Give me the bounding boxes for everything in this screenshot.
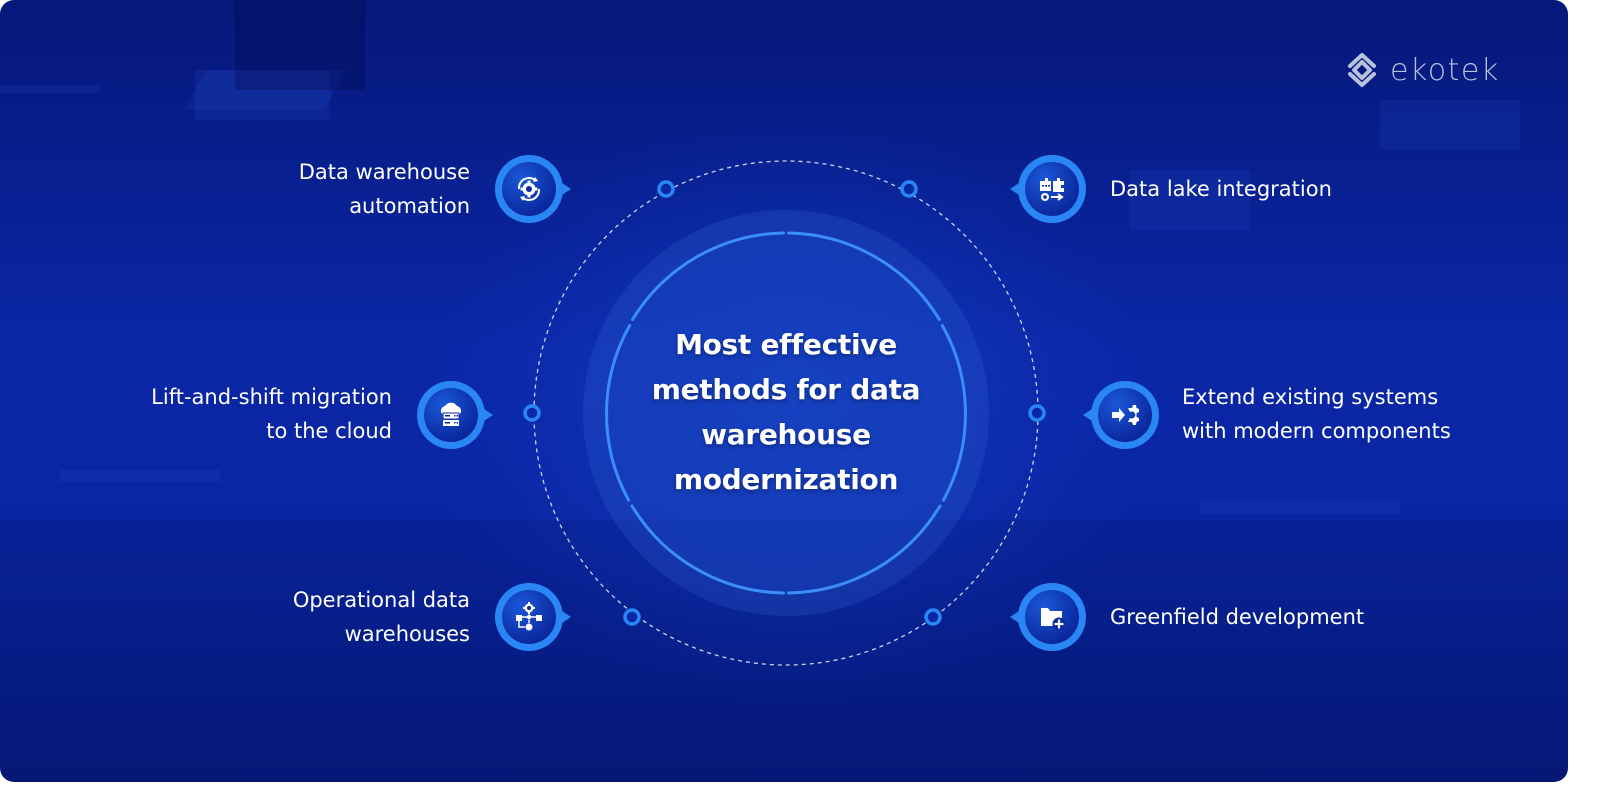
label-line: Lift-and-shift migration bbox=[151, 385, 392, 409]
background-shape bbox=[0, 520, 1568, 782]
cloud-server-icon bbox=[440, 402, 462, 426]
gear-cycle-icon bbox=[517, 177, 541, 201]
method-label-extend: Extend existing systems with modern comp… bbox=[1182, 380, 1512, 448]
background-shape bbox=[1130, 170, 1250, 230]
workflow-gear-icon bbox=[516, 602, 542, 631]
method-node-ops bbox=[495, 583, 571, 651]
label-line: to the cloud bbox=[266, 419, 392, 443]
center-title-line: Most effective bbox=[675, 328, 897, 361]
label-line: Data lake integration bbox=[1110, 177, 1332, 201]
center-title: Most effective methods for data warehous… bbox=[606, 322, 966, 502]
label-line: with modern components bbox=[1182, 419, 1451, 443]
background-shape bbox=[60, 470, 220, 482]
folder-plus-icon bbox=[1041, 608, 1066, 631]
puzzle-gear-icon bbox=[1040, 178, 1064, 201]
label-line: warehouses bbox=[344, 622, 470, 646]
method-label-ops: Operational data warehouses bbox=[230, 583, 470, 651]
center-title-line: methods for data bbox=[651, 373, 921, 406]
connector-dots bbox=[523, 180, 1046, 626]
label-line: Data warehouse bbox=[298, 160, 470, 184]
background-shape bbox=[1380, 100, 1520, 150]
brand-logo: ekotek bbox=[1342, 50, 1500, 90]
method-node-lake bbox=[1010, 155, 1086, 223]
label-line: Operational data bbox=[292, 588, 470, 612]
label-line: automation bbox=[349, 194, 470, 218]
method-node-lift bbox=[417, 381, 493, 449]
method-node-extend bbox=[1083, 381, 1159, 449]
method-label-green: Greenfield development bbox=[1110, 600, 1430, 634]
label-line: Extend existing systems bbox=[1182, 385, 1439, 409]
center-title-line: modernization bbox=[673, 463, 899, 496]
background-shape bbox=[0, 85, 100, 93]
method-label-lift: Lift-and-shift migration to the cloud bbox=[100, 380, 392, 448]
arrow-gear-icon bbox=[1112, 405, 1139, 425]
center-disc bbox=[583, 210, 989, 616]
method-label-dwa: Data warehouse automation bbox=[230, 155, 470, 223]
method-label-lake: Data lake integration bbox=[1110, 172, 1410, 206]
label-line: Greenfield development bbox=[1110, 605, 1365, 629]
inner-ring bbox=[605, 231, 967, 595]
method-node-green bbox=[1010, 583, 1086, 651]
method-node-dwa bbox=[495, 155, 571, 223]
ekotek-logo-icon bbox=[1348, 53, 1376, 87]
center-title-line: warehouse bbox=[701, 418, 871, 451]
background-shape bbox=[235, 0, 365, 90]
diagram-rings bbox=[523, 180, 1046, 626]
background-shape bbox=[1200, 500, 1400, 514]
background-shape bbox=[195, 70, 330, 120]
infographic-panel: ekotek Most effective methods for bbox=[0, 0, 1568, 782]
brand-name: ekotek bbox=[1390, 52, 1500, 88]
